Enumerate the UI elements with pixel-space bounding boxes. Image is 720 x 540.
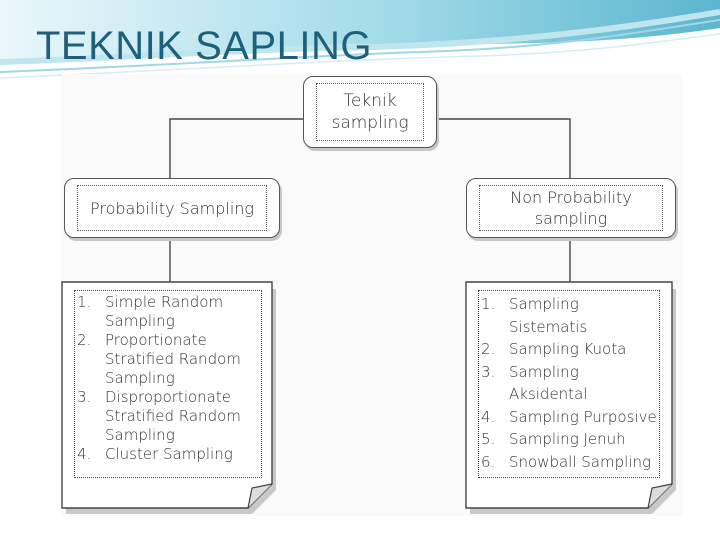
branch-node-label: Probability Sampling	[77, 185, 267, 231]
list-item-text: Cluster Sampling	[105, 445, 233, 463]
list-item: 1. Sampling Sistematis	[481, 293, 657, 338]
probability-list: 1. Simple Random Sampling 2. Proportiona…	[62, 282, 274, 510]
list-item: 4. Sampling Purposive	[481, 406, 657, 429]
non-probability-list-body: 1. Sampling Sistematis 2. Sampling Kuota…	[478, 290, 660, 478]
list-item: 1. Simple Random Sampling	[77, 293, 259, 331]
list-item-number: 2.	[77, 331, 92, 349]
list-item: 4. Cluster Sampling	[77, 445, 259, 464]
list-item-text: Disproportionate Stratified Random Sampl…	[105, 388, 241, 444]
list-item-number: 1.	[481, 295, 496, 313]
list-item-text: Sampling Purposive	[509, 407, 657, 426]
list-item: 2. Proportionate Stratified Random Sampl…	[77, 331, 259, 388]
list-item-text: Simple Random Sampling	[105, 293, 224, 330]
list-item: 2. Sampling Kuota	[481, 338, 657, 361]
list-item: 3. Disproportionate Stratified Random Sa…	[77, 388, 259, 445]
branch-node-label: Non Probability sampling	[479, 185, 663, 231]
list-item-text: Sampling Sistematis	[509, 295, 588, 336]
list-item: 6. Snowball Sampling	[481, 451, 657, 474]
list-item-text: Snowball Sampling	[509, 452, 651, 471]
non-probability-list: 1. Sampling Sistematis 2. Sampling Kuota…	[466, 282, 672, 510]
list-item-number: 3.	[481, 362, 496, 381]
list-item-number: 6.	[481, 452, 496, 471]
list-item-number: 4.	[77, 445, 92, 463]
branch-node-non-probability: Non Probability sampling	[466, 178, 676, 238]
root-node-label: Teknik sampling	[316, 83, 424, 141]
slide-title: TEKNIK SAPLING	[36, 24, 372, 68]
list-item-text: Proportionate Stratified Random Sampling	[105, 331, 241, 387]
list-item-number: 4.	[481, 407, 496, 426]
list-item: 3. Sampling Aksidental	[481, 361, 657, 406]
left-document-shape	[61, 281, 276, 514]
list-item-number: 3.	[77, 388, 92, 406]
list-item-number: 5.	[481, 430, 496, 448]
list-item-number: 2.	[481, 340, 496, 358]
list-item: 5. Sampling Jenuh	[481, 428, 657, 451]
list-item-text: Sampling Kuota	[509, 340, 627, 358]
root-node: Teknik sampling	[303, 76, 437, 148]
list-item-text: Sampling Jenuh	[509, 430, 626, 448]
probability-list-body: 1. Simple Random Sampling 2. Proportiona…	[74, 290, 262, 478]
header-swoosh-decoration	[0, 0, 720, 79]
list-item-number: 1.	[77, 293, 92, 311]
right-document-shape	[465, 281, 676, 514]
list-item-text: Sampling Aksidental	[509, 362, 588, 404]
branch-node-probability: Probability Sampling	[64, 178, 280, 238]
